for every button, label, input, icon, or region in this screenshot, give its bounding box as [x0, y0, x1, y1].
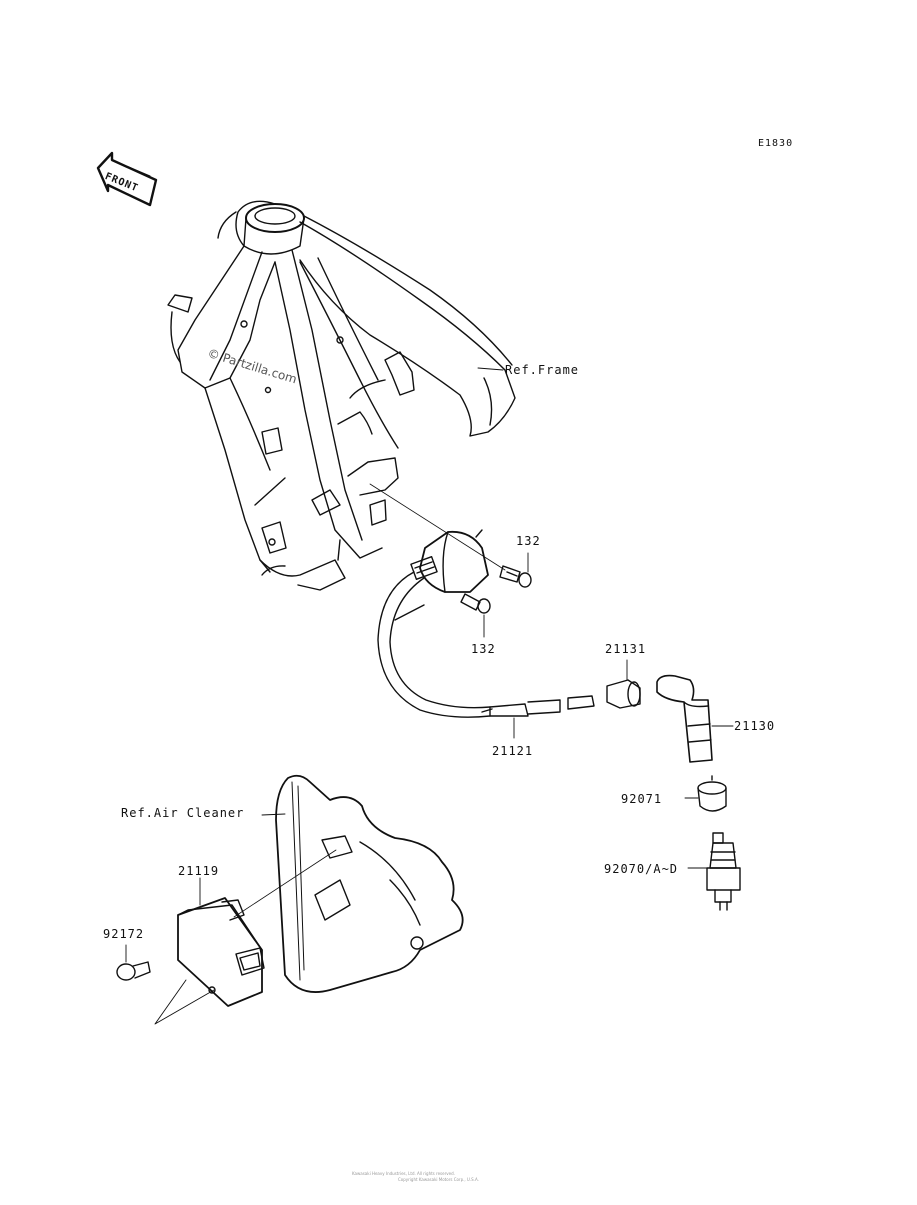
bolt-132-bottom [460, 593, 491, 614]
label-92172: 92172 [103, 927, 145, 941]
footer-line2: Copyright Kawasaki Motors Corp., U.S.A. [398, 1177, 479, 1182]
bolt-132-top [369, 483, 532, 588]
cdi-unit-21119 [177, 849, 337, 1007]
ht-lead-21121 [481, 695, 595, 717]
label-92071: 92071 [621, 792, 663, 806]
label-132-top: 132 [516, 534, 541, 548]
front-arrow-icon [96, 151, 158, 207]
plug-cap-21130 [656, 674, 713, 763]
leader-lines [125, 367, 734, 1025]
seal-92071 [697, 775, 727, 812]
label-ref-air-cleaner: Ref.Air Cleaner [121, 806, 245, 820]
footer-line1: Kawasaki Heavy Industries, Ltd. All righ… [352, 1171, 455, 1176]
cap-21131 [606, 679, 641, 709]
label-92070: 92070/A~D [604, 862, 679, 876]
label-21130: 21130 [734, 719, 776, 733]
ignition-coil [377, 529, 491, 718]
bolt-92172 [116, 961, 151, 981]
label-21121: 21121 [492, 744, 534, 758]
frame [167, 200, 516, 591]
diagram-code: E1830 [758, 138, 794, 149]
label-21119: 21119 [178, 864, 220, 878]
air-cleaner [275, 774, 464, 993]
spark-plug-92070 [706, 832, 741, 911]
label-132-bottom: 132 [471, 642, 496, 656]
label-ref-frame: Ref.Frame [505, 363, 580, 377]
label-21131: 21131 [605, 642, 647, 656]
